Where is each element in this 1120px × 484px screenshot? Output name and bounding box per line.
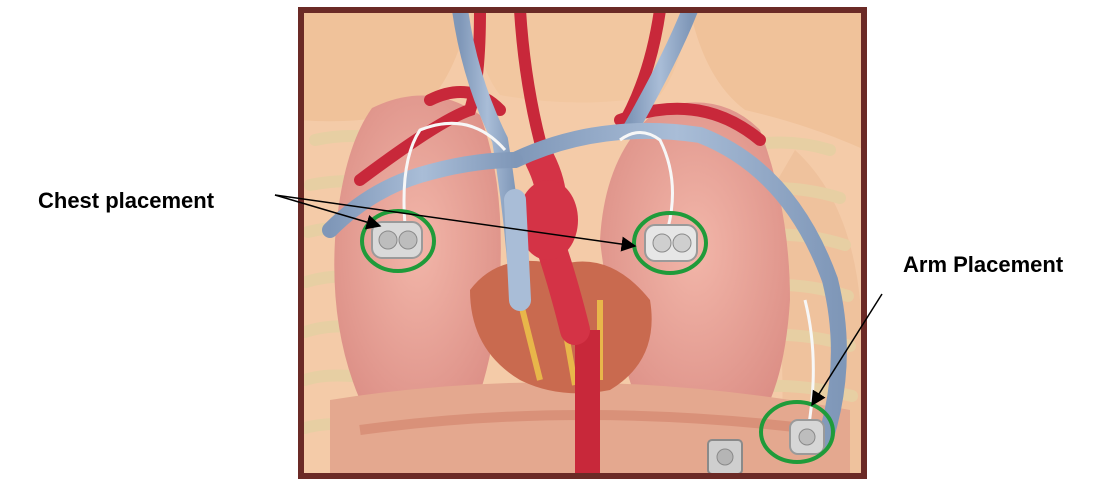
arm-placement-label: Arm Placement (903, 252, 1063, 278)
chest-placement-label: Chest placement (38, 188, 214, 214)
device-bottom (708, 440, 742, 474)
port-arm (790, 420, 824, 454)
aorta (575, 330, 600, 476)
port-left-chest (645, 225, 697, 261)
port-right-chest (372, 222, 422, 258)
